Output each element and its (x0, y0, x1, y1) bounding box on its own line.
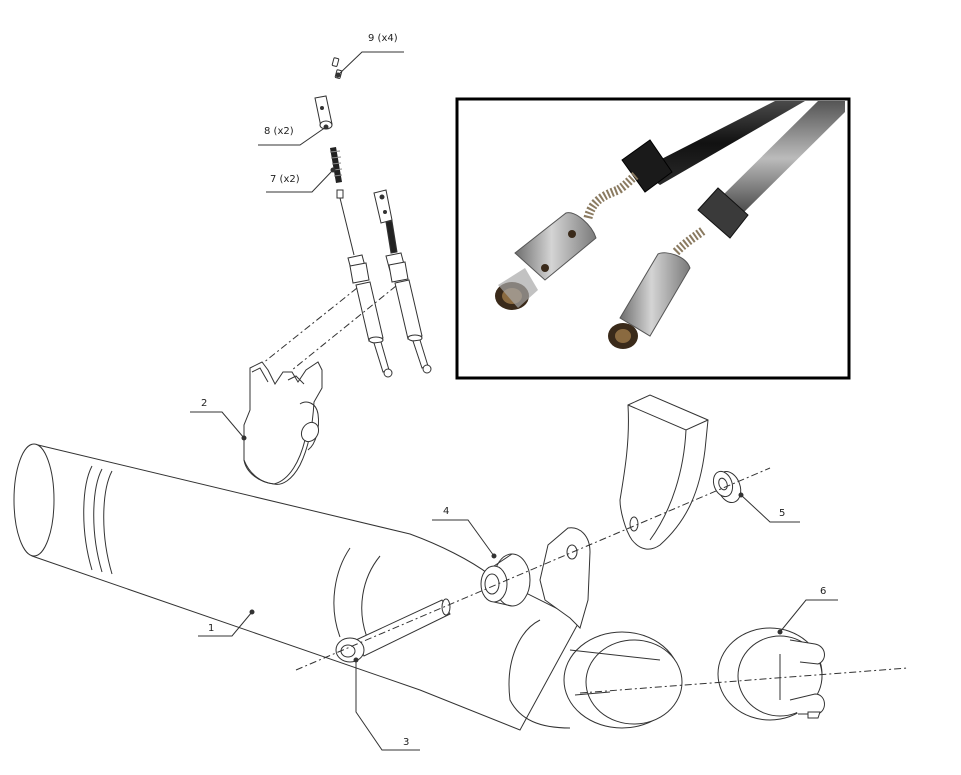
callout-2-label: 2 (201, 398, 208, 409)
part-1-main-pipe (13, 443, 683, 731)
axis-dash-lines (295, 467, 909, 694)
callout-3-label: 3 (403, 737, 410, 748)
pipe-mount-bracket (539, 527, 591, 629)
callout-4-label: 4 (443, 506, 450, 517)
part-7-threaded-rod (329, 147, 343, 183)
part-5-washer (712, 470, 742, 503)
callout-1-label: 1 (208, 623, 215, 634)
callout-7-label: 7 (x2) (270, 174, 300, 185)
part-2-bracket (243, 361, 323, 485)
heat-shield (619, 394, 709, 550)
inset-photo (455, 97, 851, 380)
cable-assembly-dash-lines (257, 285, 397, 371)
part-4-bushing (480, 553, 531, 607)
part-8-barrel (314, 95, 333, 130)
callout-9-label: 9 (x4) (368, 33, 398, 44)
callout-5-label: 5 (779, 508, 786, 519)
leader-lines (190, 51, 838, 751)
cable-assembly (336, 189, 432, 378)
callout-8-label: 8 (x2) (264, 126, 294, 137)
part-6-clamp (717, 627, 825, 721)
callout-6-label: 6 (820, 586, 827, 597)
